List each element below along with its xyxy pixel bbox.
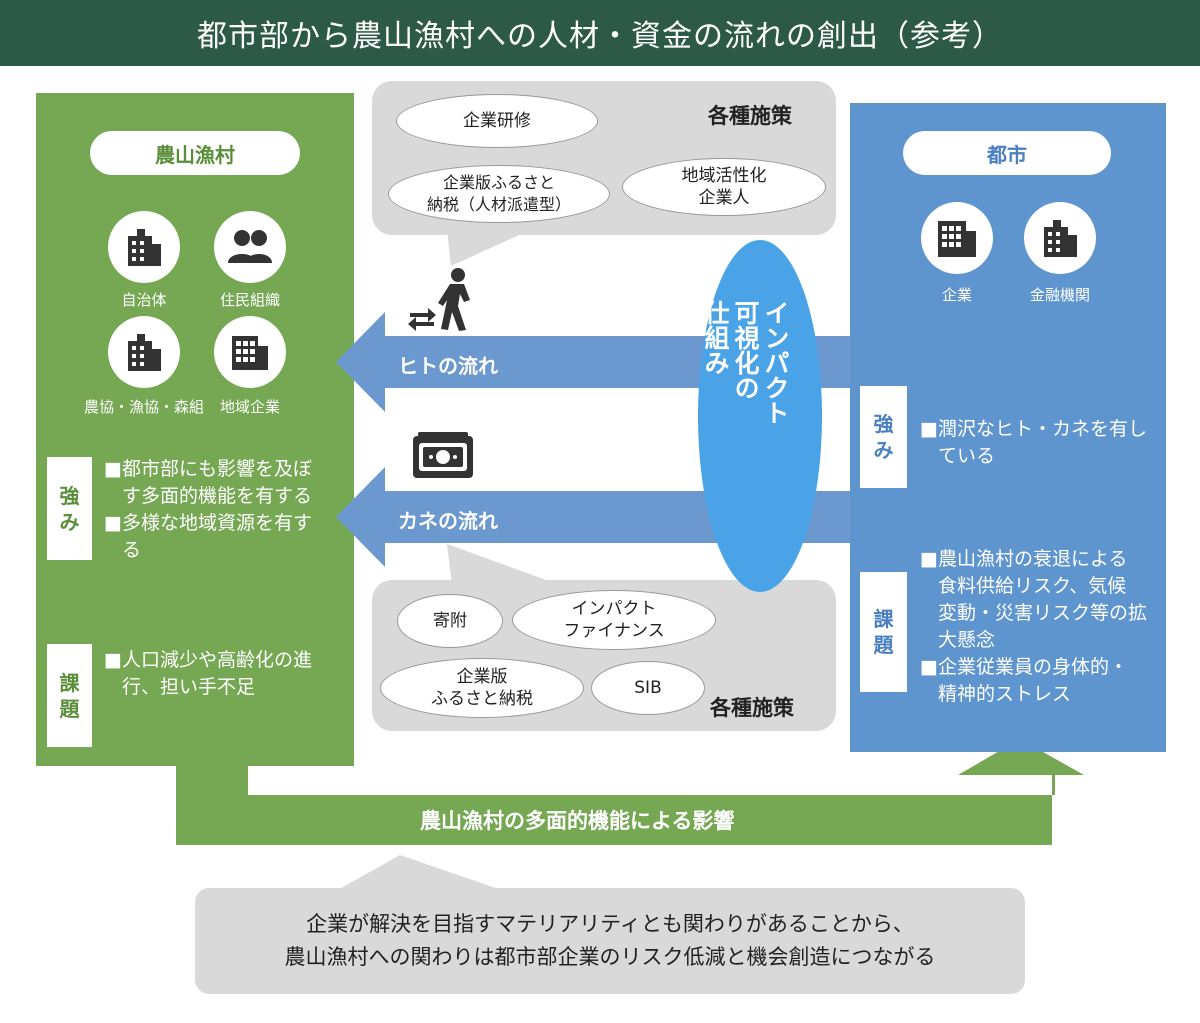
- entity-label-cooperatives: 農協・漁協・森組: [83, 398, 204, 416]
- bank-building-icon: [1024, 202, 1096, 274]
- city-label: 都市: [903, 131, 1111, 175]
- measure-sib: SIB: [591, 661, 705, 715]
- measure-corporate-furusato-tax-staffing: 企業版ふるさと 納税（人材派遣型）: [388, 165, 610, 223]
- rural-strength-tag: 強 み: [47, 457, 92, 560]
- office-building-icon: [214, 316, 286, 388]
- measure-corporate-training: 企業研修: [396, 94, 598, 148]
- city-strengths: ■潤沢なヒト・カネを有し ている: [920, 418, 1147, 467]
- city-issues: ■農山漁村の衰退による 食料供給リスク、気候 変動・災害リスク等の拡 大懸念 ■…: [920, 548, 1148, 705]
- entity-label-companies: 企業: [941, 286, 972, 304]
- entity-label-local-companies: 地域企業: [219, 398, 280, 416]
- bottom-measures-heading: 各種施策: [710, 696, 794, 720]
- people-icon: [214, 211, 286, 283]
- money-bill-icon: [413, 432, 473, 482]
- measure-regional-revitalization-staff: 地域活性化 企業人: [622, 158, 826, 216]
- building-icon: [108, 316, 180, 388]
- money-flow-label: カネの流れ: [398, 509, 498, 533]
- building-icon: [108, 211, 180, 283]
- city-issue-tag: 課 題: [860, 572, 907, 692]
- city-strength-tag: 強 み: [860, 386, 907, 488]
- measure-donation: 寄附: [397, 594, 503, 648]
- impact-ellipse: [698, 240, 822, 592]
- measure-corporate-furusato-tax: 企業版 ふるさと納税: [380, 658, 584, 718]
- rural-strengths: ■都市部にも影響を及ぼ す多面的機能を有する ■多様な地域資源を有す る: [104, 458, 313, 561]
- entity-label-municipality: 自治体: [121, 291, 167, 309]
- rural-issue-tag: 課 題: [47, 644, 92, 747]
- multifunction-arrow-label: 農山漁村の多面的機能による影響: [420, 809, 735, 833]
- page-title: 都市部から農山漁村への人材・資金の流れの創出（参考）: [0, 0, 1200, 66]
- people-flow-label: ヒトの流れ: [398, 354, 498, 378]
- top-callout-tail: [447, 230, 530, 266]
- multifunction-arrow: [176, 739, 1084, 845]
- top-measures-heading: 各種施策: [708, 104, 792, 128]
- measure-impact-finance: インパクト ファイナンス: [512, 590, 716, 650]
- rural-label: 農山漁村: [90, 131, 300, 175]
- bottom-callout-tail: [447, 544, 560, 585]
- impact-visualization-label: インパクト 可視化の 仕組み: [701, 300, 790, 425]
- office-building-icon: [921, 202, 993, 274]
- rural-issues: ■人口減少や高齢化の進 行、担い手不足: [104, 649, 312, 698]
- person-walking-icon: [408, 266, 482, 336]
- entity-label-residents: 住民組織: [219, 291, 280, 309]
- conclusion-box: 企業が解決を目指すマテリアリティとも関わりがあることから、 農山漁村への関わりは…: [195, 888, 1025, 994]
- entity-label-financial-institutions: 金融機関: [1029, 286, 1090, 304]
